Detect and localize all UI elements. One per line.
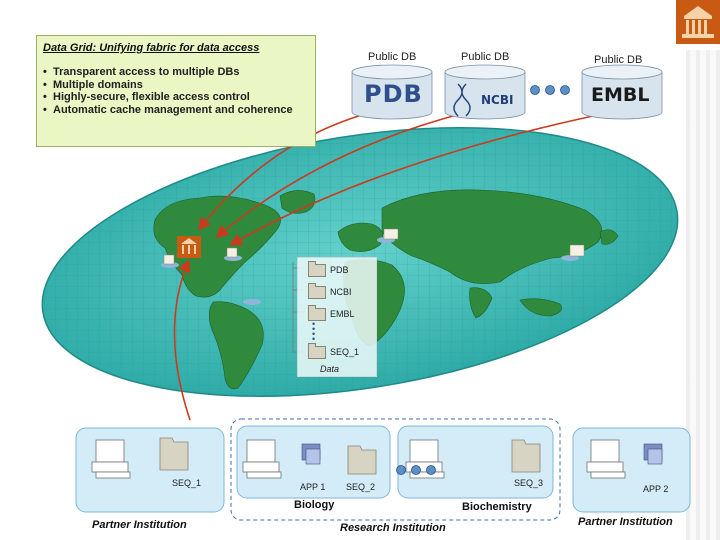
public-db-label: Public DB [368, 51, 417, 63]
ncbi-helix-icon [453, 83, 471, 117]
data-item: SEQ_1 [330, 347, 360, 357]
site-name: Partner Institution [92, 519, 187, 531]
database-cylinder-icon [351, 64, 663, 120]
site-name: Research Institution [340, 522, 446, 534]
application-icon [301, 443, 663, 465]
folder-label: SEQ_3 [514, 478, 544, 488]
pdb-logo: PDB [364, 80, 423, 108]
cache-icons [161, 228, 585, 305]
feature-callout: Data Grid: Unifying fabric for data acce… [36, 35, 316, 147]
more-dots-icon [396, 85, 570, 475]
app-label: APP 2 [643, 484, 669, 494]
folder-icon [308, 261, 326, 277]
feature-list: Transparent access to multiple DBs Multi… [43, 66, 311, 116]
decorative-columns [686, 50, 720, 540]
folder-icon [308, 343, 326, 359]
computer-icon [91, 439, 626, 479]
embl-logo: EMBL [591, 84, 650, 106]
department-name: Biology [294, 499, 335, 511]
data-item: NCBI [330, 287, 352, 297]
ncbi-logo: NCBI [481, 93, 514, 107]
site-name: Partner Institution [578, 516, 673, 528]
access-arrows [173, 111, 613, 421]
data-item: PDB [330, 265, 349, 275]
data-item: EMBL [330, 309, 355, 319]
vertical-ellipsis-icon: •••• [312, 319, 316, 344]
feature-item: Automatic cache management and coherence [43, 104, 311, 117]
folder-icon [159, 437, 541, 475]
folder-label: SEQ_2 [346, 482, 376, 492]
department-name: Biochemistry [462, 501, 532, 513]
folder-label: SEQ_1 [172, 478, 202, 488]
folder-icon [308, 283, 326, 299]
public-db-label: Public DB [461, 51, 510, 63]
callout-title: Data Grid: Unifying fabric for data acce… [43, 42, 260, 54]
data-caption: Data [320, 364, 340, 374]
university-logo [676, 0, 720, 44]
institution-marker-icon [177, 236, 201, 258]
data-panel: PDB NCBI EMBL •••• SEQ_1 Data [297, 257, 377, 377]
feature-item: Highly-secure, flexible access control [43, 91, 311, 104]
public-db-label: Public DB [594, 54, 643, 66]
feature-item: Transparent access to multiple DBs [43, 66, 311, 79]
app-label: APP 1 [300, 482, 326, 492]
folder-icon [308, 305, 326, 321]
feature-item: Multiple domains [43, 79, 311, 92]
